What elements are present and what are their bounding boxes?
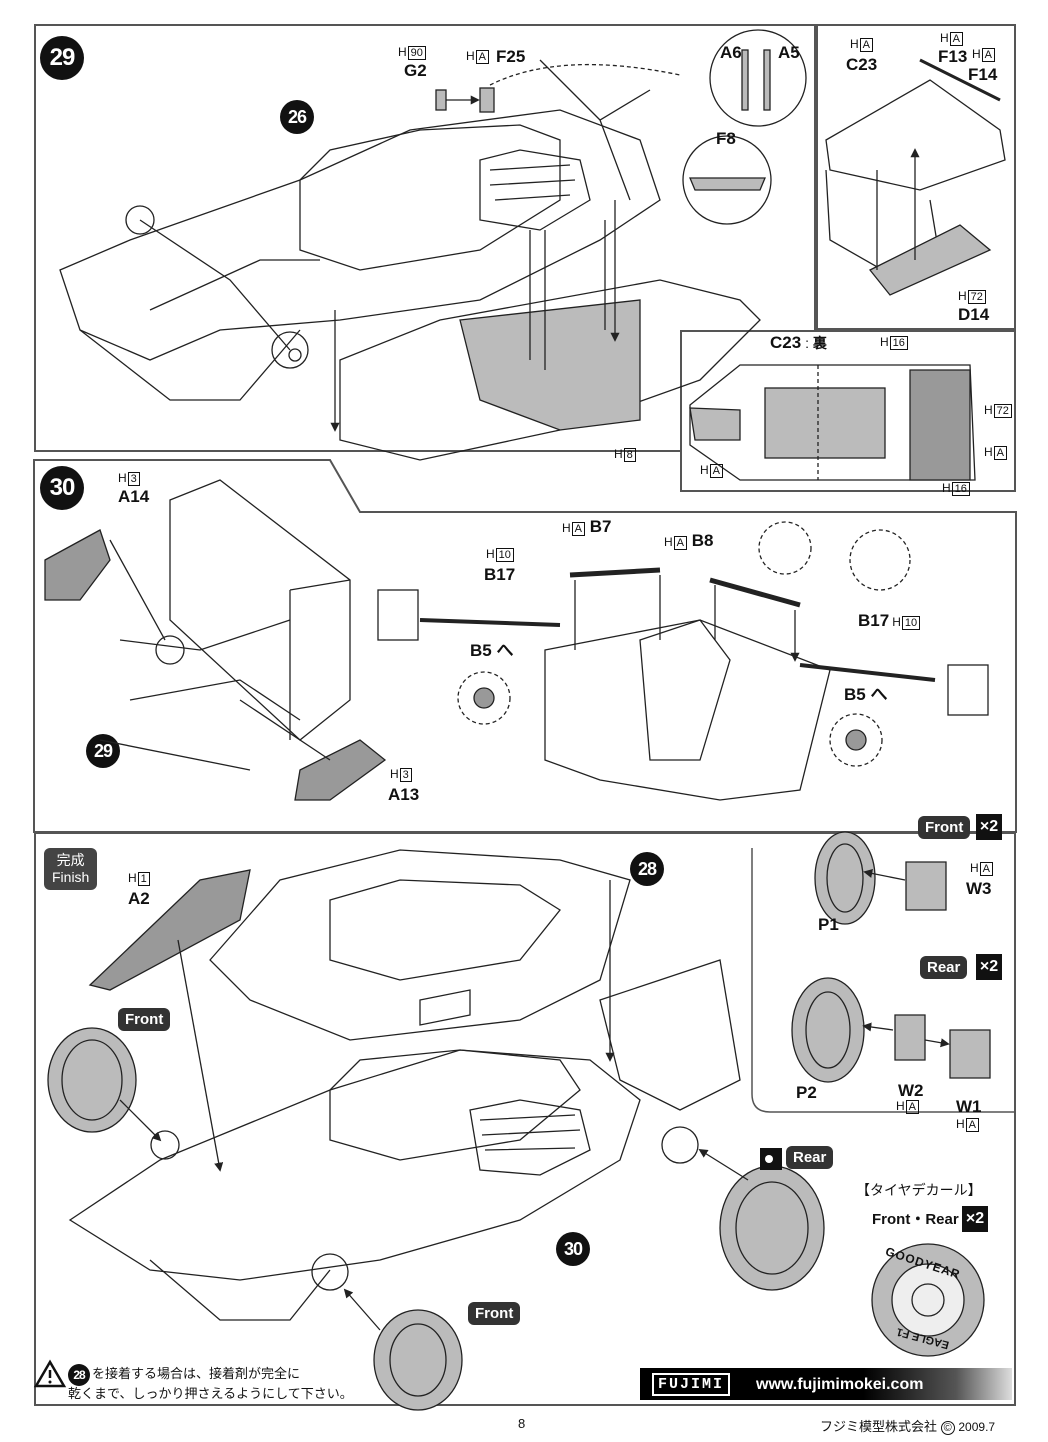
step-29-drawing [59,29,1006,481]
part-g2-label: G2 [404,61,427,80]
decal-marker-icon [760,1148,782,1170]
part-w3-label: W3 [966,879,992,898]
part-d14-label: D14 [958,305,990,324]
part-f14-label: F14 [968,65,998,84]
ref-step-29-badge: 29 [86,734,120,768]
step-30-badge: 30 [40,466,84,510]
c23-back-title: C23 : 裏 [770,333,827,352]
tire-rear-tag: Rear [920,956,968,979]
tire-front-tag: Front [918,816,971,839]
part-b17-left-label: B17 [484,565,516,584]
b5-right-label: B5 へ [844,685,888,704]
rear-tag: Rear [786,1146,834,1169]
part-a2-label: A2 [128,889,150,908]
step-29-badge: 29 [40,36,84,80]
part-c23-label: C23 [846,55,878,74]
tire-decal-qty: ×2 [962,1206,988,1232]
part-w1-label: W1 [956,1097,982,1116]
ref-step-26-badge: 26 [280,100,314,134]
part-p1-label: P1 [818,915,839,934]
assembly-note: を接着する場合は、接着剤が完全に 乾くまで、しっかり押さえるようにして下さい。 [68,1366,353,1402]
note-ref-badge: 28 [68,1364,90,1386]
part-f25-label: F25 [496,47,526,66]
tire-front-qty: ×2 [976,814,1002,840]
part-p2-label: P2 [796,1083,817,1102]
step-29-number: 29 [49,44,76,71]
front-tag-left: Front [118,1008,171,1031]
website-url[interactable]: www.fujimimokei.com [756,1376,924,1393]
tire-decal-sub: Front・Rear [872,1211,959,1228]
part-w2-label: W2 [898,1081,924,1100]
part-a6-label: A6 [720,43,742,62]
tire-rear-qty: ×2 [976,954,1002,980]
company-line: フジミ模型株式会社 © 2009.7 [820,1419,996,1435]
step-30-number: 30 [49,474,76,501]
ref-step-30-badge: 30 [556,1232,590,1266]
front-tag-bottom: Front [468,1302,521,1325]
fujimi-logo: FUJIMI [652,1373,731,1396]
part-a13-label: A13 [388,785,420,804]
part-a5-label: A5 [778,43,800,62]
part-a14-label: A14 [118,487,150,506]
ref-step-28-badge: 28 [630,852,664,886]
b5-left-label: B5 へ [470,641,514,660]
step-30-drawing [44,479,989,801]
part-f13-label: F13 [938,47,968,66]
tire-decal-title: 【タイヤデカール】 [856,1182,982,1198]
part-f8-label: F8 [716,129,736,148]
page-number: 8 [518,1416,526,1431]
